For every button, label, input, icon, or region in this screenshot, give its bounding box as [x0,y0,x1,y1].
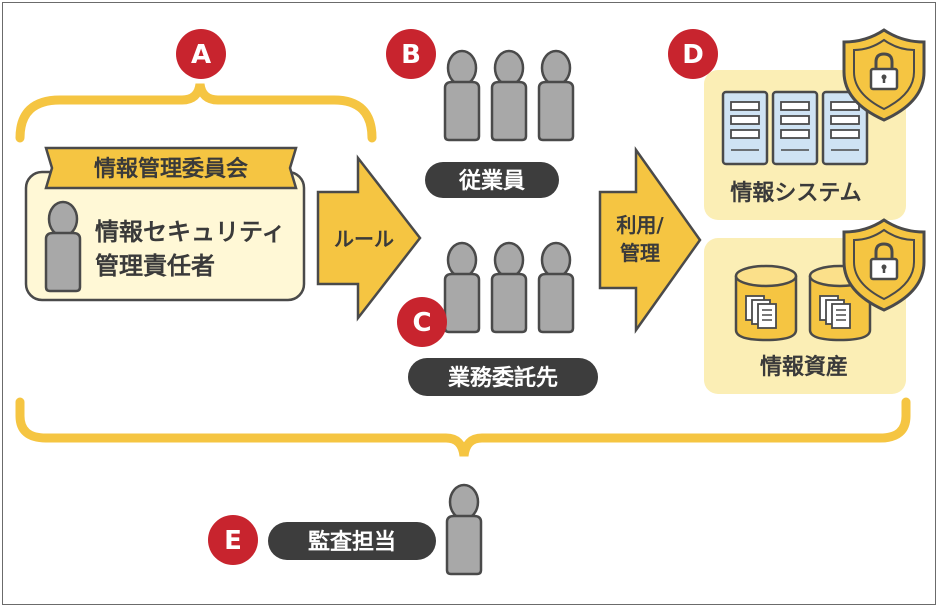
use-manage-line1: 利用/ [616,213,664,237]
use-manage-arrow-icon [598,146,702,334]
label-b: B [401,40,421,70]
employees-pill [425,162,559,198]
label-e: E [224,526,242,556]
label-d: D [682,40,704,70]
employee-person-icon [443,49,481,142]
contractors-pill [408,358,598,396]
rules-arrow-label: ルール [334,227,394,251]
contractor-person-icon [537,241,575,334]
employees-label: 従業員 [458,168,525,194]
rules-arrow-icon [316,154,422,322]
contractor-person-icon [490,241,528,334]
info-system-label: 情報システム [730,180,861,206]
use-manage-line2: 管理 [620,241,660,265]
contractors-label: 業務委託先 [448,365,558,391]
audit-label: 監査担当 [308,530,396,555]
committee-ribbon [44,146,298,190]
employee-person-icon [490,49,528,142]
officer-title-line1: 情報セキュリティ [95,218,286,246]
contractor-person-icon [443,241,481,334]
audit-pill [268,522,436,560]
officer-person-icon [44,200,82,293]
employee-person-icon [537,49,575,142]
bracket-bottom [15,397,911,457]
server-icon [771,90,819,166]
server-icon [721,90,769,166]
committee-title: 情報管理委員会 [94,156,248,182]
label-a: A [191,40,211,70]
info-assets-label: 情報資産 [760,354,848,380]
label-c: C [412,308,431,338]
officer-title-line2: 管理責任者 [95,252,215,280]
auditor-person-icon [445,483,483,576]
database-icon [734,264,798,342]
bracket-top-a [15,83,377,143]
